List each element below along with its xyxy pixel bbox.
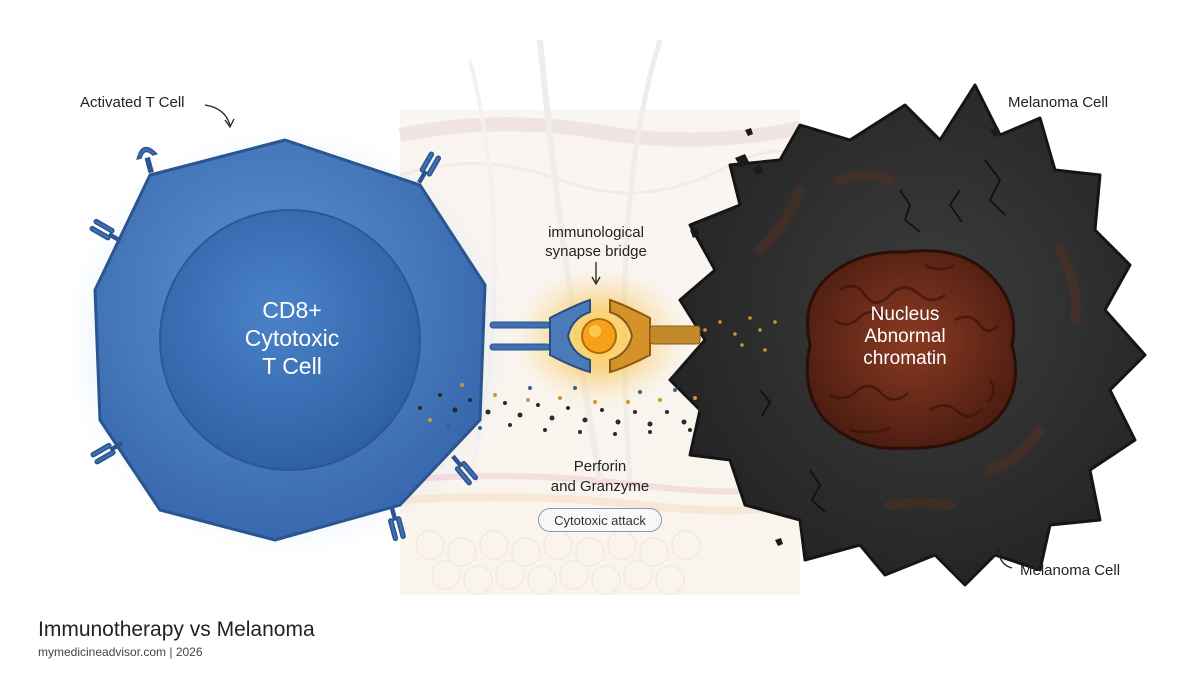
label-nucleus-line3: chromatin bbox=[863, 348, 946, 369]
label-synapse-line2: synapse bridge bbox=[545, 243, 647, 260]
melanoma-nucleus bbox=[805, 249, 1017, 450]
melanoma-cell bbox=[668, 83, 1147, 587]
perforin-granzyme-particles bbox=[418, 316, 777, 436]
t-cell bbox=[63, 127, 513, 557]
label-t-cell-line1: CD8+ bbox=[262, 297, 321, 323]
label-t-cell-line3: T Cell bbox=[262, 353, 322, 379]
label-perforin-line1: Perforin bbox=[574, 458, 627, 475]
synapse-bridge bbox=[489, 266, 701, 410]
page-title: Immunotherapy vs Melanoma bbox=[38, 618, 315, 641]
label-synapse-line1: immunological bbox=[548, 224, 644, 241]
annotation-arrows bbox=[204, 104, 1013, 569]
label-activated-t-cell: Activated T Cell bbox=[80, 94, 185, 111]
label-nucleus-line1: Nucleus bbox=[871, 304, 940, 325]
cytotoxic-attack-badge: Cytotoxic attack bbox=[538, 508, 662, 532]
label-melanoma-top: Melanoma Cell bbox=[1008, 94, 1108, 111]
source-credit: mymedicineadvisor.com | 2026 bbox=[38, 645, 203, 659]
label-t-cell-line2: Cytotoxic bbox=[245, 325, 340, 351]
label-melanoma-bottom: Melanoma Cell bbox=[1020, 562, 1120, 579]
t-cell-receptors bbox=[89, 146, 479, 542]
label-nucleus-line2: Abnormal bbox=[864, 326, 945, 347]
diagram-labels: Activated T Cell CD8+ Cytotoxic T Cell i… bbox=[80, 94, 1120, 579]
label-perforin-line2: and Granzyme bbox=[551, 478, 649, 495]
